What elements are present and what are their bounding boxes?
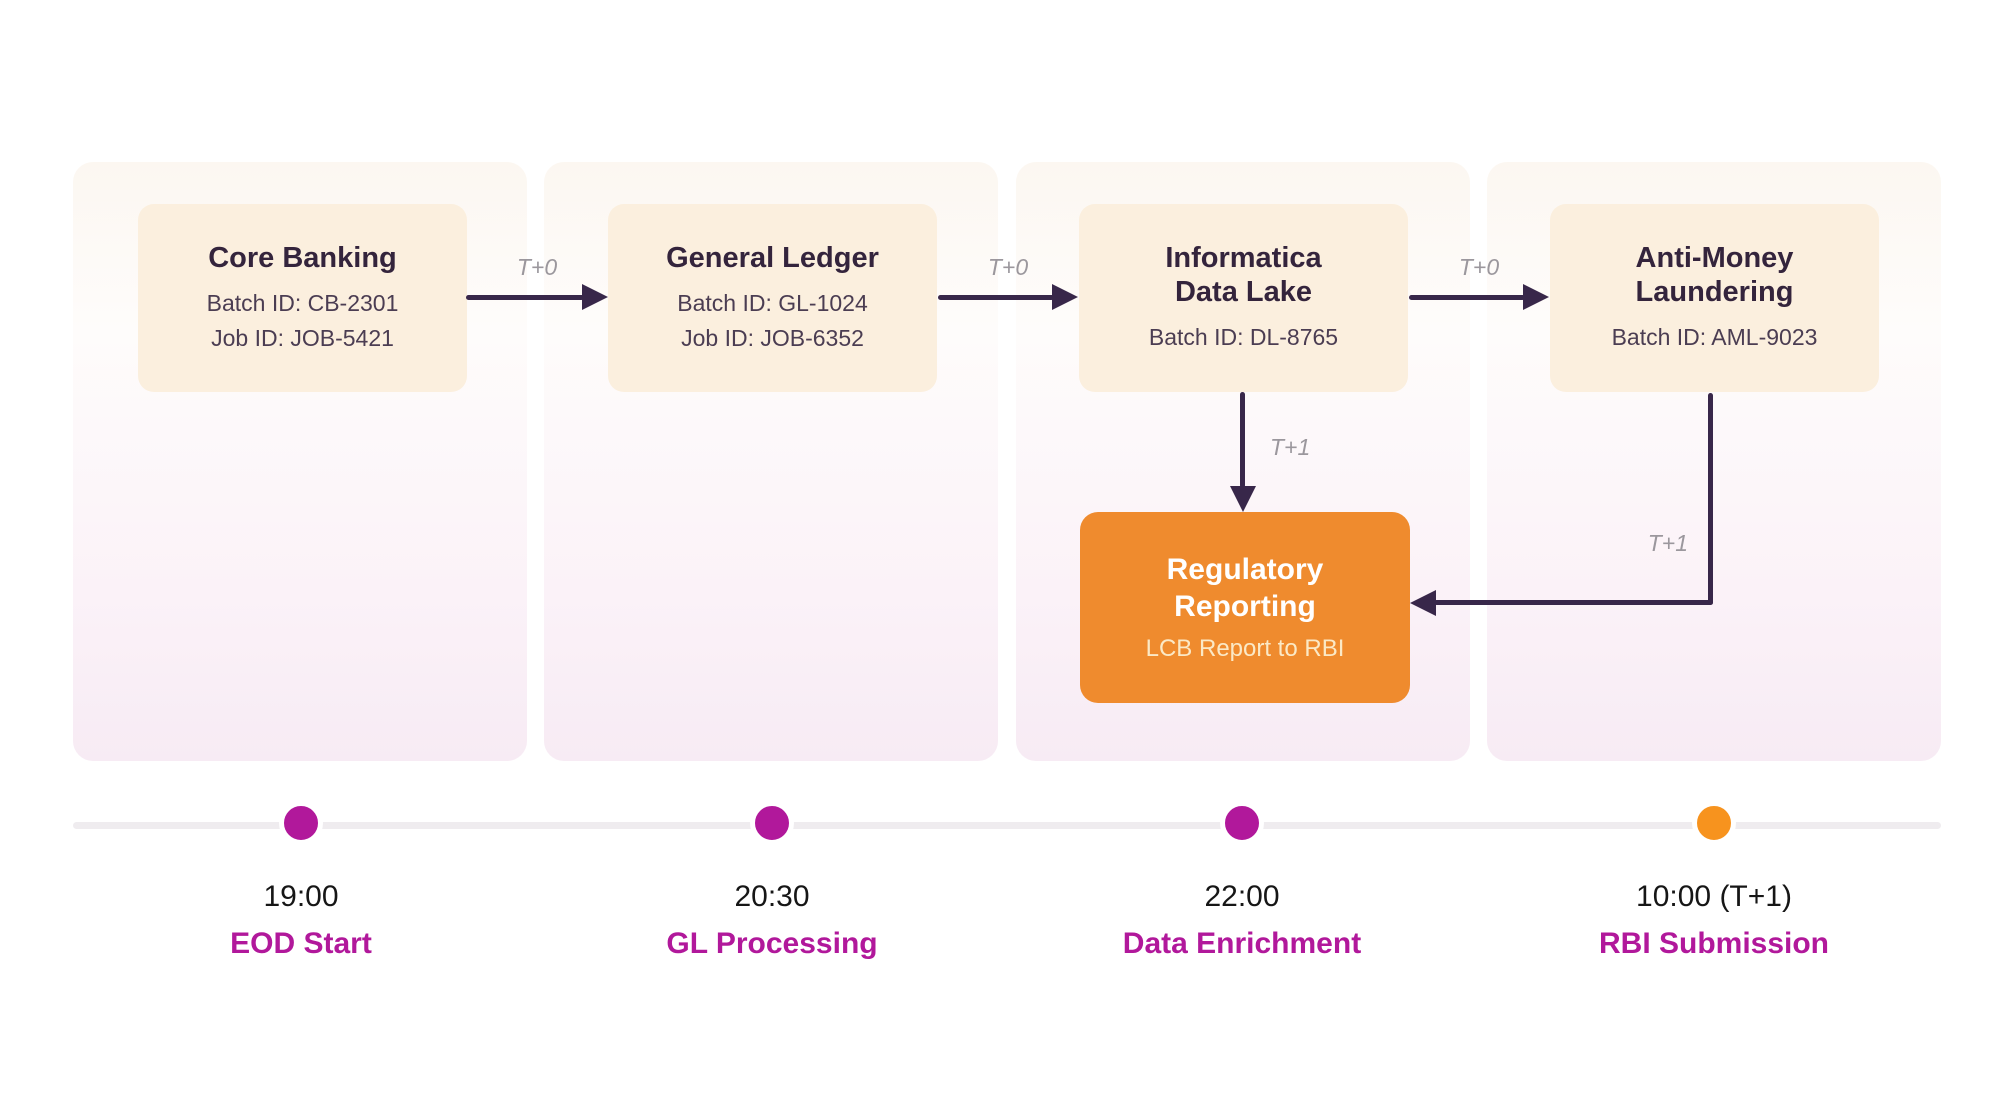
node-detail: Job ID: JOB-6352 (681, 324, 864, 351)
edge-label-t1: T+1 (1270, 434, 1311, 460)
node-detail: Batch ID: AML-9023 (1611, 324, 1818, 351)
flow-node-anti-money-laundering: Anti-Money Laundering Batch ID: AML-9023 (1550, 204, 1879, 392)
node-title: Anti-Money Laundering (1635, 242, 1794, 309)
edge-label-t0: T+0 (516, 254, 558, 280)
milestone-label: RBI Submission (1598, 927, 1830, 960)
arrowhead-right-icon (1523, 284, 1549, 310)
flow-node-informatica-data-lake: Informatica Data Lake Batch ID: DL-8765 (1079, 204, 1408, 392)
milestone-label: EOD Start (230, 927, 372, 960)
node-detail: Job ID: JOB-5421 (211, 324, 394, 351)
milestone-time: 19:00 (263, 880, 339, 913)
timeline-track (73, 822, 1941, 829)
milestone-time: 22:00 (1204, 880, 1280, 913)
node-title: Core Banking (208, 241, 397, 274)
node-title: Regulatory Reporting (1166, 553, 1324, 623)
node-title: General Ledger (666, 241, 879, 274)
edge-label-t1: T+1 (1647, 530, 1688, 556)
flow-node-regulatory-reporting: Regulatory Reporting LCB Report to RBI (1080, 512, 1410, 703)
node-subtitle: LCB Report to RBI (1145, 634, 1345, 662)
edge-line-cb-gl (466, 295, 584, 300)
milestone-dot-gl-processing (750, 801, 794, 845)
milestone-time: 10:00 (T+1) (1636, 880, 1792, 913)
flow-node-core-banking: Core Banking Batch ID: CB-2301 Job ID: J… (138, 204, 467, 392)
edge-line-dl-rr (1240, 392, 1245, 488)
node-title: Informatica Data Lake (1165, 242, 1322, 309)
node-detail: Batch ID: CB-2301 (206, 290, 399, 317)
arrowhead-down-icon (1230, 486, 1256, 512)
milestone-time: 20:30 (734, 880, 810, 913)
arrowhead-right-icon (582, 284, 608, 310)
edge-label-t0: T+0 (987, 254, 1029, 280)
milestone-dot-eod-start (279, 801, 323, 845)
edge-line-dl-aml (1409, 295, 1525, 300)
flow-node-general-ledger: General Ledger Batch ID: GL-1024 Job ID:… (608, 204, 937, 392)
milestone-dot-rbi-submission (1692, 801, 1736, 845)
edge-line-aml-rr-vertical (1708, 393, 1713, 605)
edge-label-t0: T+0 (1458, 254, 1500, 280)
milestone-label: Data Enrichment (1122, 927, 1362, 960)
edge-line-aml-rr-horizontal (1434, 600, 1713, 605)
node-detail: Batch ID: DL-8765 (1148, 324, 1339, 351)
node-detail: Batch ID: GL-1024 (677, 290, 868, 317)
arrowhead-right-icon (1052, 284, 1078, 310)
edge-line-gl-dl (938, 295, 1054, 300)
milestone-dot-data-enrichment (1220, 801, 1264, 845)
arrowhead-left-icon (1410, 590, 1436, 616)
milestone-label: GL Processing (666, 927, 878, 960)
